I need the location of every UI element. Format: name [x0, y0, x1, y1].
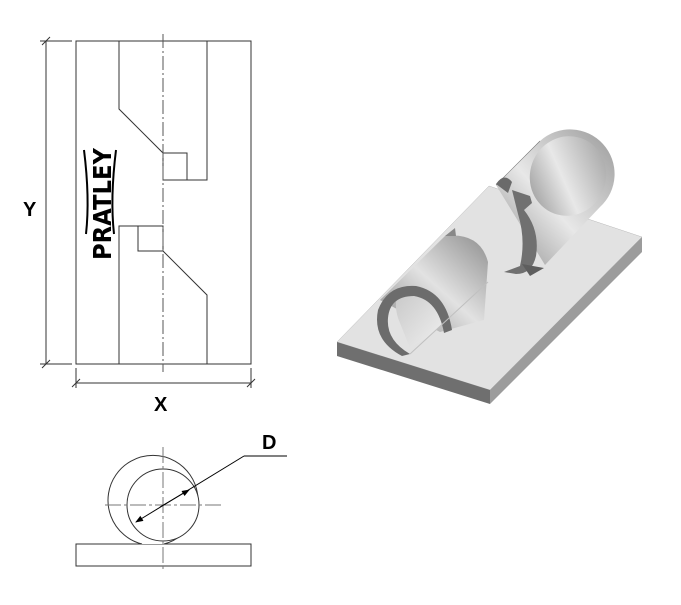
dimension-y [40, 36, 72, 369]
plate-side [490, 237, 642, 404]
isometric-view [336, 129, 643, 404]
dimension-y-label: Y [23, 199, 37, 221]
end-view [75, 447, 252, 570]
dimension-d [135, 455, 287, 523]
front-tube [377, 228, 489, 356]
top-view [75, 34, 252, 372]
pratley-logo: PRATLEY [83, 147, 117, 260]
plate-front [337, 342, 490, 404]
dimension-x [71, 368, 256, 388]
rear-tube [495, 129, 615, 276]
dimension-x-label: X [154, 394, 168, 416]
upper-notch [163, 152, 188, 180]
lower-notch [137, 226, 163, 252]
dimension-d-label: D [262, 432, 276, 454]
